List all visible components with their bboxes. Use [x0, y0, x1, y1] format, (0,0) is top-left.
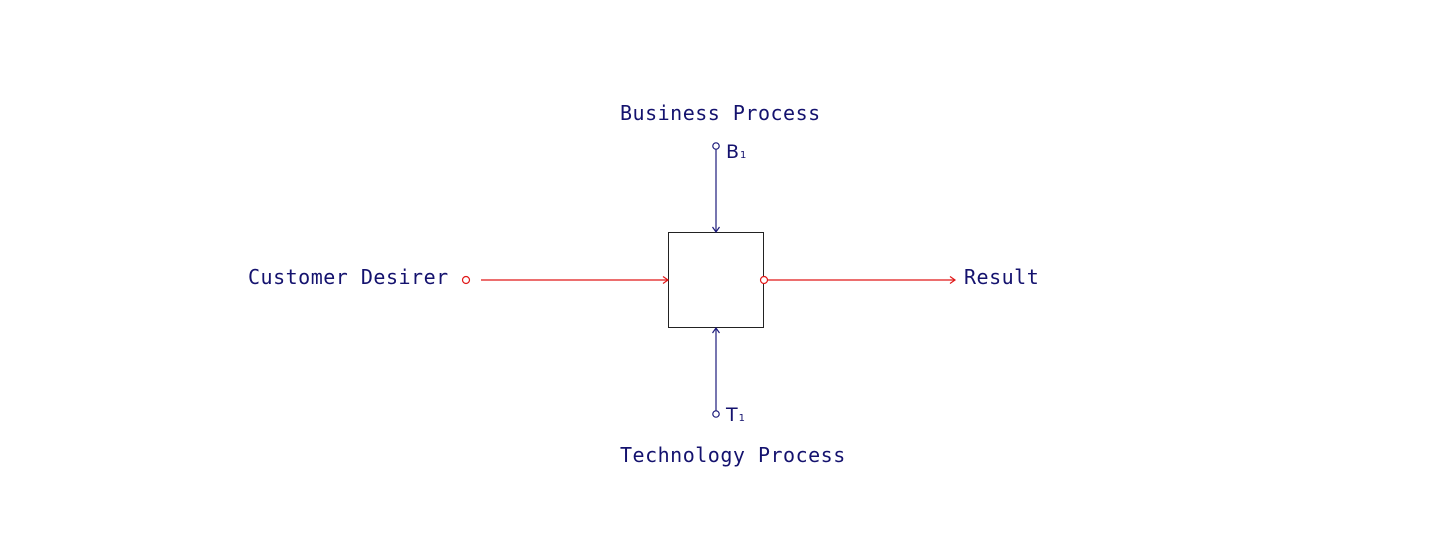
business-control-connector	[712, 142, 720, 234]
technology-control-connector	[712, 326, 720, 418]
technology-port-label: T1	[725, 404, 745, 426]
output-port-circle	[759, 275, 769, 285]
input-flow-connector	[461, 275, 670, 285]
input-arrowhead	[662, 276, 670, 284]
technology-arrowhead	[712, 326, 720, 334]
business-port-circle	[712, 142, 720, 150]
technology-process-label: Technology Process	[620, 443, 846, 467]
technology-port-circle	[712, 410, 720, 418]
output-flow-connector	[759, 275, 957, 285]
business-port-label: B1	[726, 141, 746, 163]
business-process-label: Business Process	[620, 101, 821, 125]
customer-desirer-label: Customer Desirer	[248, 265, 449, 289]
input-port-circle	[461, 275, 471, 285]
output-arrowhead	[949, 276, 957, 284]
business-arrowhead	[712, 226, 720, 234]
process-box	[668, 232, 764, 328]
result-label: Result	[964, 265, 1039, 289]
